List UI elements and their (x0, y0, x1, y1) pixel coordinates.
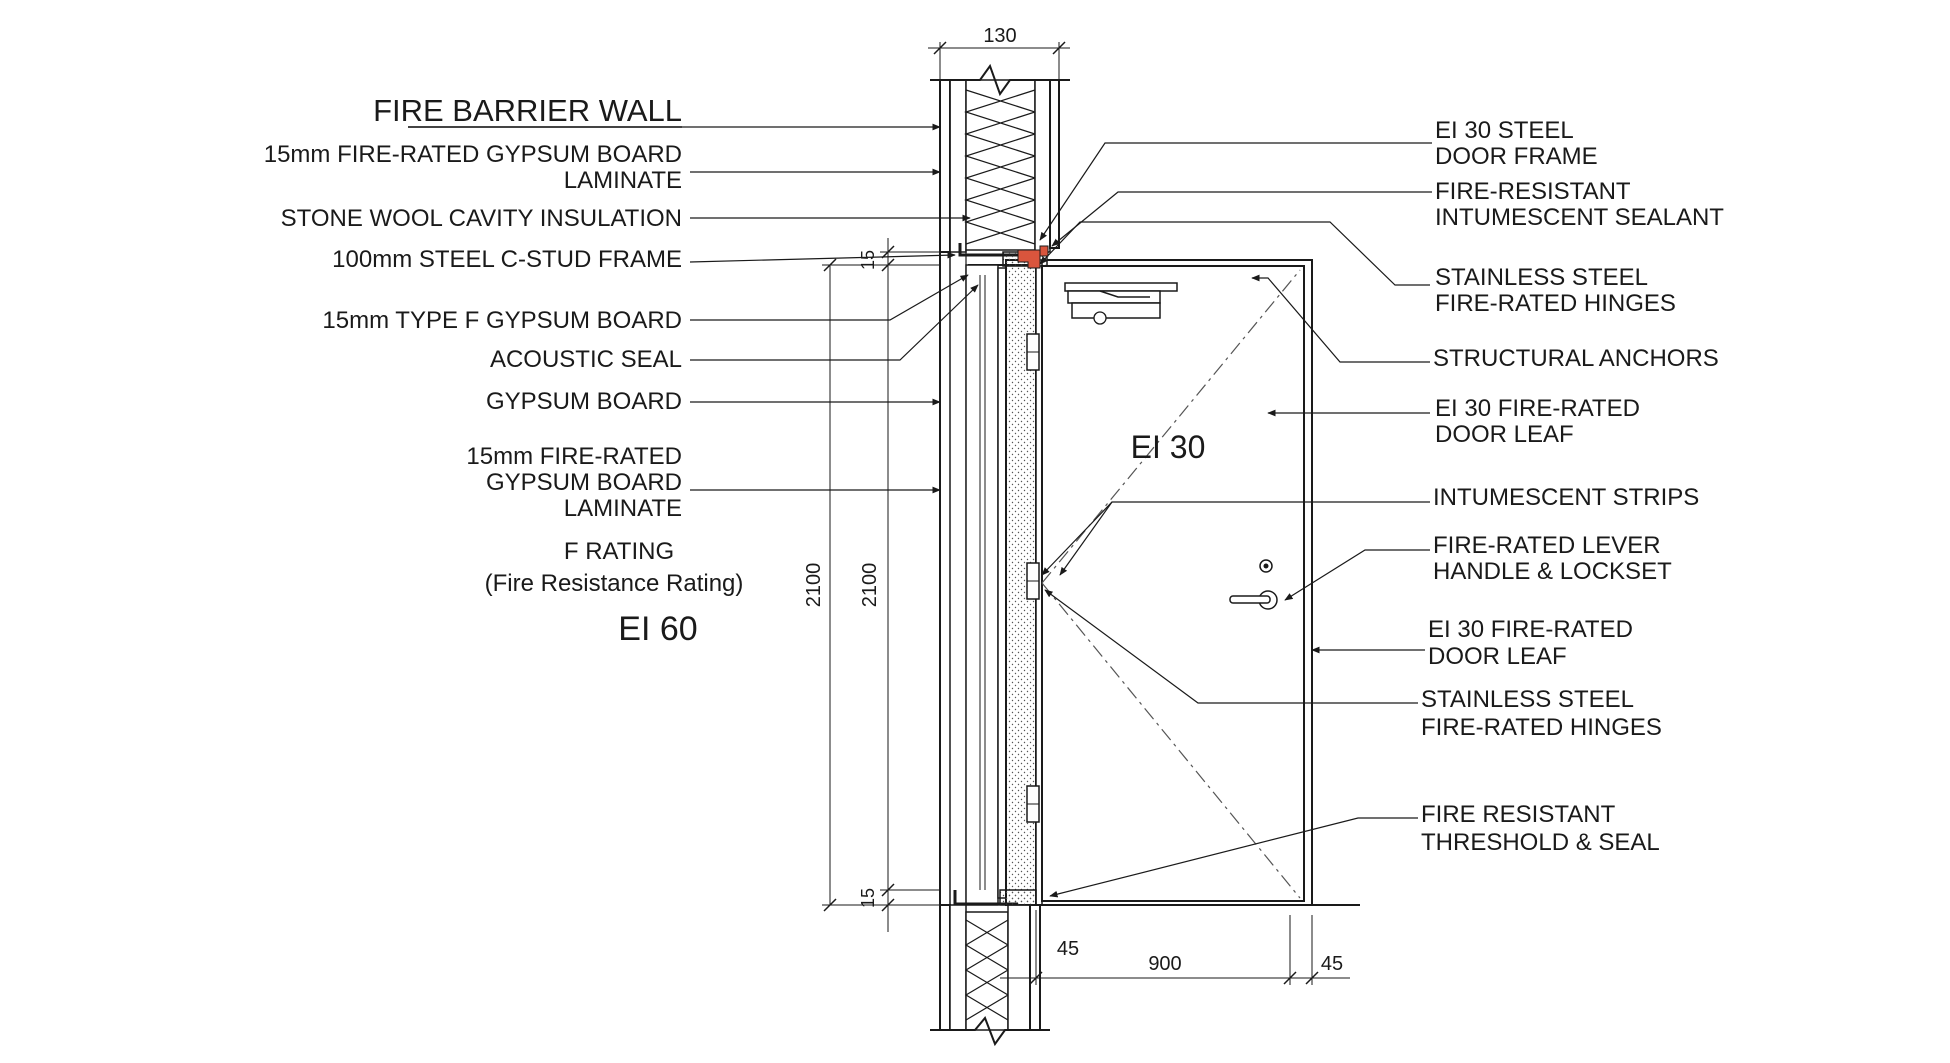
label-door-leaf-bottom-line2: DOOR LEAF (1428, 643, 1567, 670)
rating-subheading: (Fire Resistance Rating) (485, 570, 744, 597)
label-structural-anchors: STRUCTURAL ANCHORS (1433, 345, 1719, 372)
label-intumescent-sealant-line2: INTUMESCENT SEALANT (1435, 204, 1724, 231)
wall-board-right-upper (1034, 79, 1051, 253)
label-laminate2-line3: LAMINATE (564, 495, 682, 522)
title-fire-barrier-wall: FIRE BARRIER WALL (373, 93, 682, 128)
lever-handle-lockset (1229, 559, 1278, 610)
acoustic-seal-strip (997, 267, 1007, 899)
hinge-middle (1026, 562, 1040, 600)
rating-heading: F RATING (564, 538, 674, 565)
dim-bottom-gap: 15 (858, 888, 878, 908)
wall-outer-board-left-upper (939, 79, 951, 253)
hinge-top (1026, 333, 1040, 371)
label-hinges-top-line2: FIRE-RATED HINGES (1435, 290, 1676, 317)
dim-door-width: 900 (1148, 953, 1181, 975)
dimension-vertical-inner (880, 238, 940, 932)
dim-frame-width-right: 45 (1321, 953, 1343, 975)
dimension-vertical-outer (822, 258, 940, 912)
door-swing-diagonal-bottom (1041, 582, 1301, 899)
dim-height-outer: 2100 (803, 563, 825, 608)
dim-top-gap: 15 (858, 250, 878, 270)
label-laminate2-line2: GYPSUM BOARD (486, 469, 682, 496)
label-door-leaf-top-line2: DOOR LEAF (1435, 421, 1574, 448)
label-intumescent-strips: INTUMESCENT STRIPS (1433, 484, 1699, 511)
door-closer (1064, 282, 1178, 325)
label-steel-door-frame-line1: EI 30 STEEL (1435, 117, 1574, 144)
label-threshold-line2: THRESHOLD & SEAL (1421, 829, 1660, 856)
label-stone-wool-insulation: STONE WOOL CAVITY INSULATION (281, 205, 682, 232)
insulation-zigzag-upper (964, 89, 1037, 245)
rating-wall-value: EI 60 (618, 610, 697, 648)
label-acoustic-seal: ACOUSTIC SEAL (490, 346, 682, 373)
label-type-f-gypsum: 15mm TYPE F GYPSUM BOARD (322, 307, 682, 334)
dim-frame-width: 45 (1057, 938, 1079, 960)
label-hinges-bottom-line1: STAINLESS STEEL (1421, 686, 1634, 713)
label-hinges-bottom-line2: FIRE-RATED HINGES (1421, 714, 1662, 741)
wall-boards-left (939, 80, 1018, 1030)
label-lever-handle-line1: FIRE-RATED LEVER (1433, 532, 1661, 559)
wall-inner-board-left-upper (949, 79, 967, 253)
label-laminate2-line1: 15mm FIRE-RATED (466, 443, 682, 470)
break-line-top (930, 63, 1070, 97)
wall-lower (930, 889, 1050, 1047)
label-lever-handle-line2: HANDLE & LOCKSET (1433, 558, 1672, 585)
right-leader-lines (1039, 142, 1432, 898)
dimension-wall-thickness (928, 41, 1070, 80)
door-lining-panel (965, 264, 999, 906)
c-stud-frame-bottom (953, 890, 1018, 906)
door-outer-frame-right (1047, 259, 1313, 905)
threshold-seal (999, 889, 1037, 906)
intumescent-sealant (1017, 245, 1049, 269)
label-door-leaf-bottom-line1: EI 30 FIRE-RATED (1428, 616, 1633, 643)
break-line-bottom (930, 1016, 1050, 1047)
label-hinges-top-line1: STAINLESS STEEL (1435, 264, 1648, 291)
label-threshold-line1: FIRE RESISTANT (1421, 801, 1616, 828)
wall-upper (930, 63, 1070, 266)
label-steel-door-frame-line2: DOOR FRAME (1435, 143, 1598, 170)
stone-wool-insulation-lower (965, 911, 1009, 1031)
door-frame-jamb (1002, 251, 1048, 906)
lever-handle (1229, 595, 1271, 604)
label-intumescent-sealant-line1: FIRE-RESISTANT (1435, 178, 1631, 205)
label-gypsum-laminate-line2: LAMINATE (564, 167, 682, 194)
label-steel-c-stud: 100mm STEEL C-STUD FRAME (332, 246, 682, 273)
label-door-leaf-top-line1: EI 30 FIRE-RATED (1435, 395, 1640, 422)
label-gypsum-laminate-line1: 15mm FIRE-RATED GYPSUM BOARD (264, 141, 682, 168)
dim-wall-thickness: 130 (983, 25, 1016, 47)
door-leaf (1041, 259, 1313, 905)
rating-door-value: EI 30 (1131, 429, 1206, 465)
dimension-horizontal-bottom (1000, 910, 1350, 985)
hinge-bottom (1026, 785, 1040, 823)
stone-wool-insulation-upper (965, 79, 1036, 251)
dim-height-inner: 2100 (859, 563, 881, 608)
label-gypsum-board: GYPSUM BOARD (486, 388, 682, 415)
